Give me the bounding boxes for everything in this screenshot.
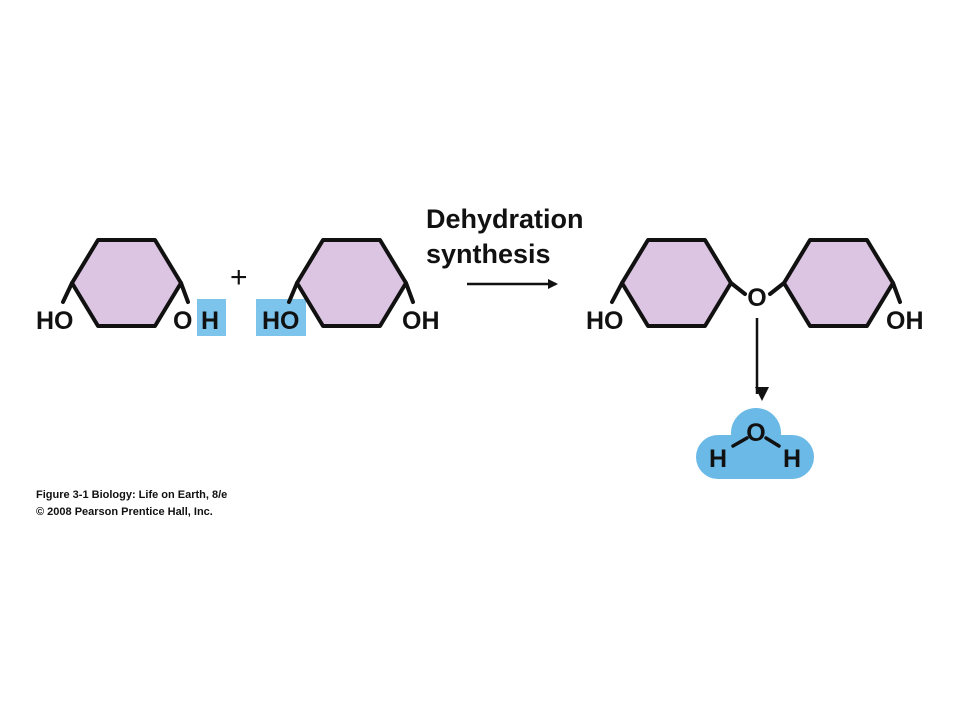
water-hydrogen-label: H <box>709 445 727 473</box>
water-oxygen-label: O <box>746 419 765 447</box>
oxygen-label: O <box>173 307 192 335</box>
plus-sign: + <box>230 261 248 294</box>
bond-line <box>768 281 786 296</box>
hydroxyl-label: HO <box>586 307 624 335</box>
removed-hydroxyl-highlight <box>256 299 306 336</box>
bond-line <box>731 436 749 448</box>
figure-caption: Figure 3-1 Biology: Life on Earth, 8/e <box>36 489 227 501</box>
removed-hydrogen-label: H <box>201 307 219 335</box>
water-blob <box>718 435 792 479</box>
hexagon-ring <box>620 238 733 328</box>
reaction-name-line2: synthesis <box>426 239 551 269</box>
reaction-arrow: Dehydration synthesis <box>426 204 584 289</box>
hexagon-ring <box>295 238 408 328</box>
bond-line <box>891 281 902 304</box>
glycosidic-oxygen-label: O <box>747 284 766 312</box>
reactant-2: HO OH <box>256 238 440 336</box>
hexagon-ring <box>70 238 183 328</box>
reaction-name-line1: Dehydration <box>426 204 584 234</box>
water-molecule: O H H <box>696 408 814 479</box>
water-hydrogen-label: H <box>783 445 801 473</box>
bond-line <box>764 436 781 448</box>
removed-hydrogen-highlight <box>197 299 226 336</box>
bond-line <box>404 281 415 304</box>
bond-line <box>179 281 190 304</box>
copyright-line: © 2008 Pearson Prentice Hall, Inc. <box>36 506 213 518</box>
hexagon-ring <box>782 238 895 328</box>
removed-hydroxyl-label: HO <box>262 307 300 335</box>
reactant-1: HO O H <box>36 238 226 336</box>
hydroxyl-label: OH <box>402 307 440 335</box>
product-disaccharide: HO O OH <box>586 238 924 401</box>
hydroxyl-label: HO <box>36 307 74 335</box>
bond-line <box>610 281 624 304</box>
bond-line <box>287 281 299 304</box>
hydroxyl-label: OH <box>886 307 924 335</box>
bond-line <box>729 281 747 296</box>
bond-line <box>61 281 74 304</box>
